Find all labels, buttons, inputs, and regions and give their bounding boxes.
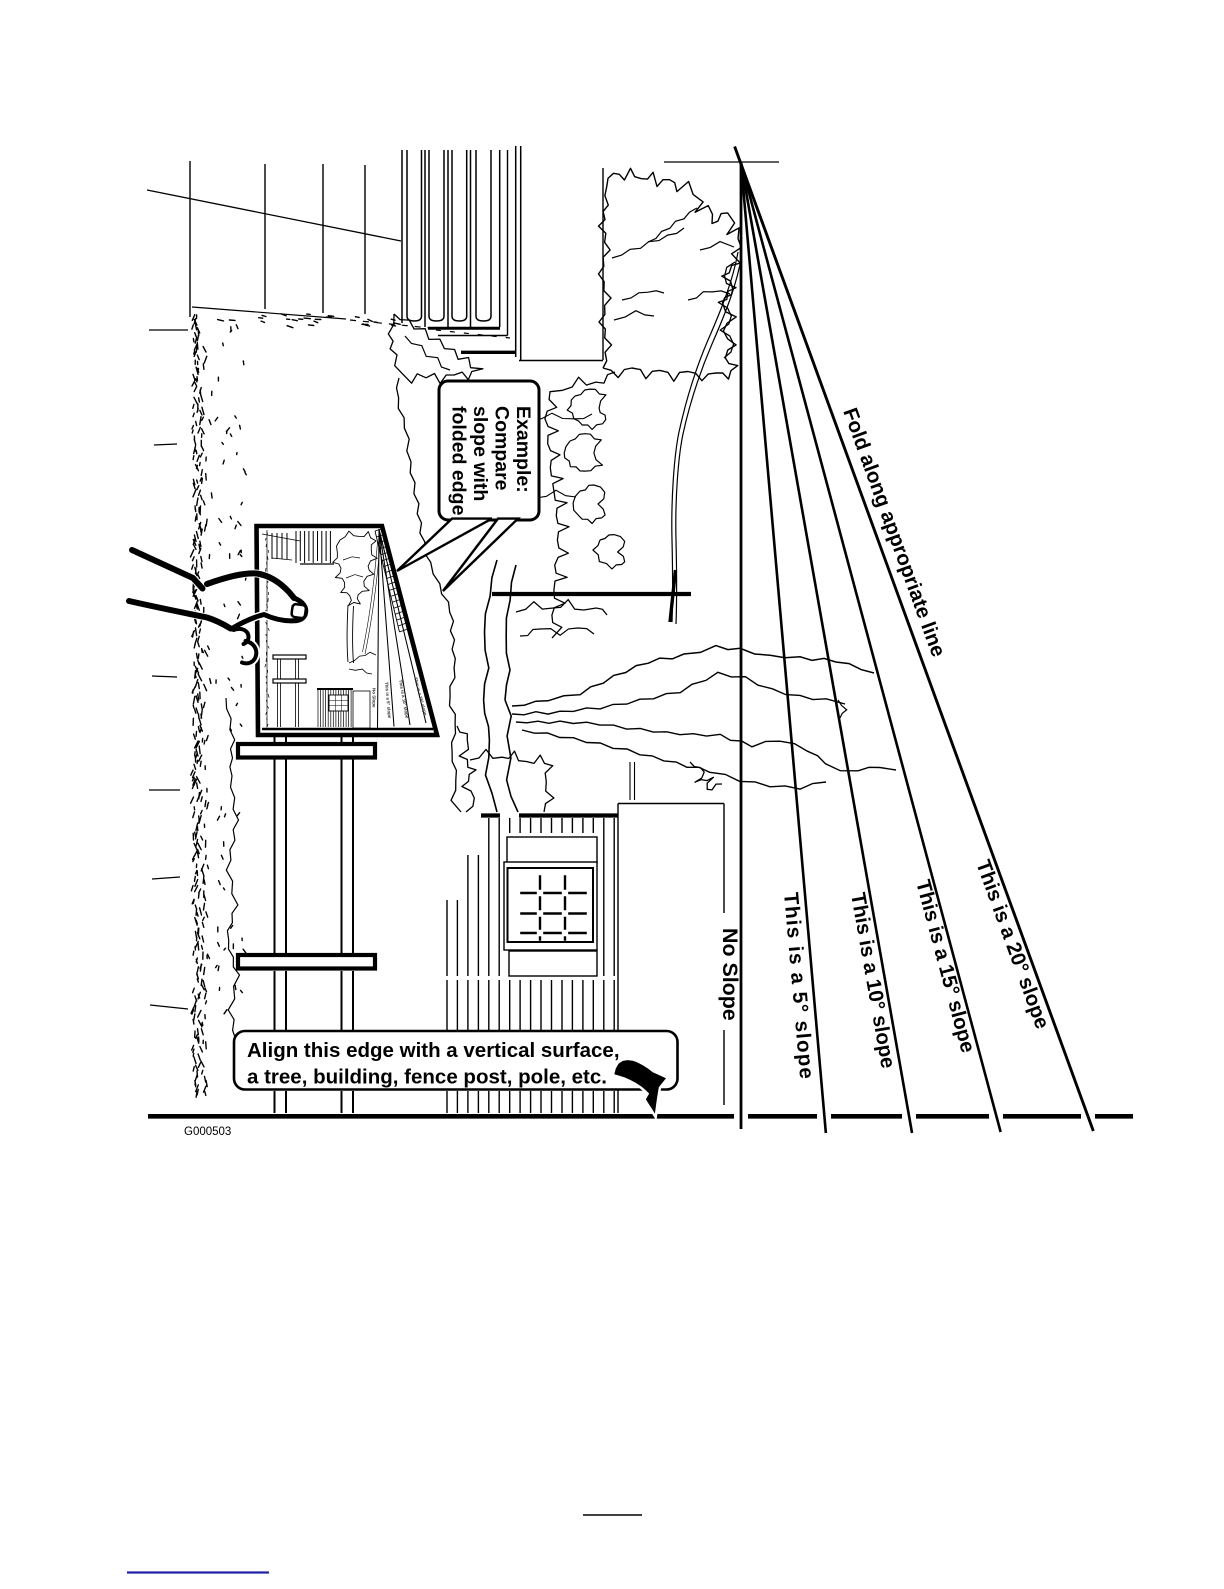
svg-text:No Slope: No Slope [372,688,377,708]
svg-text:a tree, building, fence post,: a tree, building, fence post, pole, etc. [247,1066,607,1089]
svg-text:No Slope: No Slope [718,928,742,1021]
svg-text:Example:Compareslope withfolde: Example:Compareslope withfolded edge [448,406,535,516]
svg-text:Align this edge with a vertica: Align this edge with a vertical surface, [247,1039,620,1062]
svg-text:G000503: G000503 [184,1126,231,1138]
svg-text:This is a 5° slope: This is a 5° slope [384,682,392,719]
svg-text:This is a 10° slope: This is a 10° slope [398,679,410,719]
